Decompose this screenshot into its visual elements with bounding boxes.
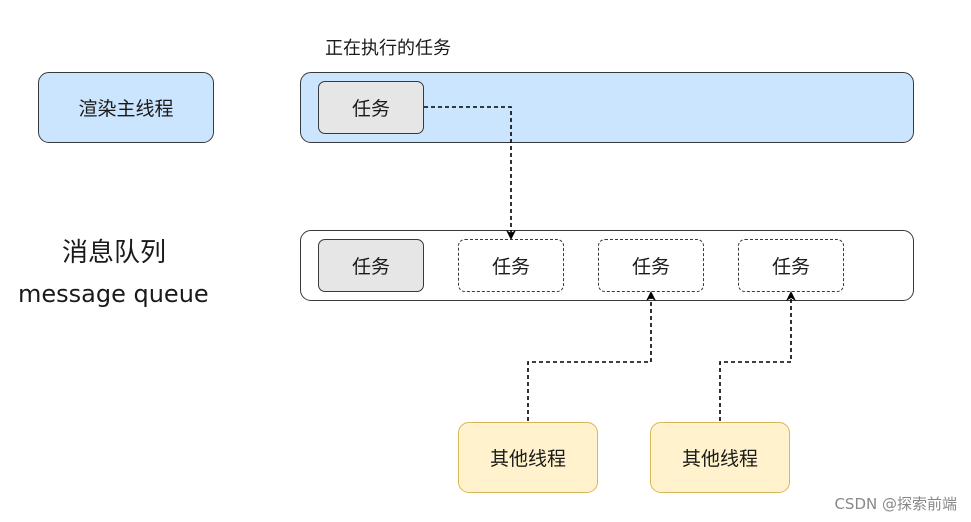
message-queue-title: 消息队列 <box>62 238 167 268</box>
other-thread-1-arrow <box>527 291 656 421</box>
queue-task-3: 任务 <box>598 239 704 292</box>
current-task-label: 任务 <box>351 98 390 120</box>
other-thread-2: 其他线程 <box>650 422 790 493</box>
current-task: 任务 <box>318 81 424 134</box>
queue-task-label: 任务 <box>771 256 810 278</box>
other-thread-label: 其他线程 <box>489 448 566 470</box>
queue-task-label: 任务 <box>631 256 670 278</box>
message-queue-subtitle: message queue <box>18 280 209 308</box>
queue-task-1: 任务 <box>318 239 424 292</box>
other-thread-1: 其他线程 <box>458 422 598 493</box>
other-thread-label: 其他线程 <box>681 448 758 470</box>
task-to-queue-arrow <box>424 106 516 240</box>
queue-task-4: 任务 <box>738 239 844 292</box>
queue-task-label: 任务 <box>351 256 390 278</box>
watermark: CSDN @探索前端 <box>834 495 957 513</box>
queue-task-2: 任务 <box>458 239 564 292</box>
render-main-thread: 渲染主线程 <box>38 72 214 143</box>
executing-task-label: 正在执行的任务 <box>325 38 451 59</box>
queue-task-label: 任务 <box>491 256 530 278</box>
render-main-thread-label: 渲染主线程 <box>78 98 174 120</box>
other-thread-2-arrow <box>719 291 796 421</box>
